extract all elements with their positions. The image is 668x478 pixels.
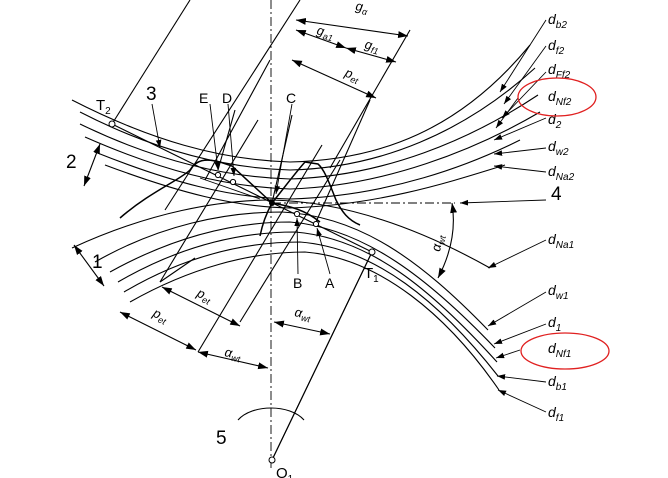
label-d: D — [222, 90, 232, 106]
top-dimension-arrows — [291, 17, 409, 99]
label-dnf1: dNf1 — [548, 340, 571, 360]
gear1-circles — [71, 199, 500, 391]
label-t1: T1 — [364, 265, 379, 285]
label-b: B — [293, 275, 302, 291]
right-labels: db2 df2 dFf2 dNf2 d2 dw2 dNa2 dNa1 dw1 d… — [548, 11, 575, 424]
label-g-a1: ga1 — [315, 22, 336, 43]
number-2: 2 — [66, 152, 77, 173]
label-t2: T2 — [96, 97, 111, 117]
label-dw2: dw2 — [548, 138, 569, 158]
point-e — [214, 171, 222, 179]
number-3: 3 — [146, 84, 157, 105]
label-e: E — [199, 90, 208, 106]
label-dnf2: dNf2 — [548, 88, 572, 108]
highlight-ellipse-dnf1 — [520, 332, 610, 370]
label-df2: df2 — [548, 37, 565, 57]
label-a: A — [325, 275, 335, 291]
label-g-f1: gf1 — [363, 36, 382, 56]
label-dna2: dNa2 — [548, 163, 575, 183]
label-dff2: dFf2 — [548, 61, 571, 81]
point-b — [293, 210, 301, 218]
number-leaders — [151, 103, 331, 275]
gear2-circles — [71, 44, 541, 209]
number-5: 5 — [216, 428, 227, 449]
number-1: 1 — [92, 252, 103, 273]
label-dw1: dw1 — [548, 282, 569, 302]
label-alpha-wt-right: αwt — [428, 233, 448, 253]
lower-dimension-arrows — [73, 143, 458, 370]
label-c: C — [286, 90, 296, 106]
label-d1: d1 — [548, 314, 561, 334]
point-c — [269, 200, 275, 206]
label-p-et-top: pet — [341, 64, 362, 86]
label-o1: O1 — [276, 465, 294, 478]
number-4: 4 — [551, 184, 562, 205]
point-d — [229, 178, 237, 186]
points — [108, 120, 376, 464]
point-t1 — [368, 248, 376, 256]
point-t2 — [108, 120, 116, 128]
point-a — [312, 220, 320, 228]
point-o1 — [268, 456, 276, 464]
label-alpha-wt-low: αwt — [223, 344, 243, 364]
tooth-profiles — [119, 159, 361, 237]
label-db1: db1 — [548, 373, 567, 393]
rotation-arc — [237, 407, 305, 421]
label-p-et-low: pet — [149, 305, 171, 327]
label-db2: db2 — [548, 11, 567, 31]
highlight-ellipse-dnf2 — [517, 77, 597, 117]
label-alpha-wt-mid: αwt — [293, 304, 313, 324]
label-d2: d2 — [548, 111, 562, 131]
label-g-alpha: gα — [354, 0, 370, 17]
label-df1: df1 — [548, 404, 564, 424]
right-label-leaders — [459, 19, 547, 413]
label-dna1: dNa1 — [548, 231, 574, 251]
